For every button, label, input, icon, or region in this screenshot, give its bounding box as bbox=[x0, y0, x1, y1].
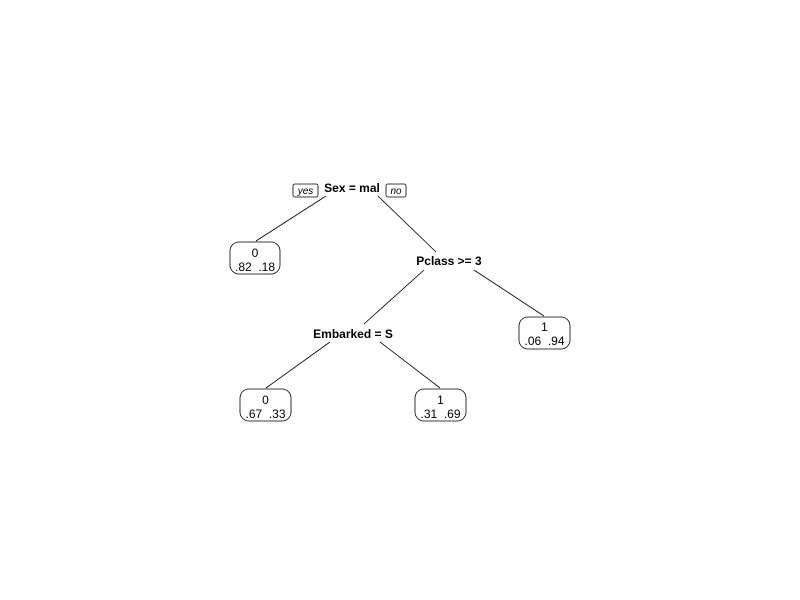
tree-edges bbox=[255, 195, 545, 389]
edge-pclass-to-low-class-leaf bbox=[473, 269, 545, 317]
branch-tag-yes-box bbox=[292, 183, 319, 198]
branch-tag-no: no bbox=[385, 183, 407, 198]
leaf-node-pclass-low-probs: .06 .94 bbox=[524, 334, 564, 348]
edge-root-to-male-leaf bbox=[255, 195, 327, 242]
leaf-node-male-probs: .82 .18 bbox=[235, 260, 275, 274]
edge-embarked-to-s-leaf bbox=[265, 341, 331, 389]
leaf-node-embarked-s-probs: .67 .33 bbox=[245, 407, 285, 421]
root-split-node: Sex = mal bbox=[324, 181, 380, 195]
leaf-node-embarked-other-box bbox=[414, 388, 467, 422]
leaf-node-pclass-low-class: 1 bbox=[541, 320, 548, 334]
leaf-node-embarked-s-box bbox=[239, 388, 292, 422]
pclass-split-label: Pclass >= 3 bbox=[416, 254, 482, 268]
leaf-node-pclass-low: 1 .06 .94 bbox=[518, 316, 571, 350]
branch-tag-yes-text: yes bbox=[297, 186, 314, 197]
leaf-node-embarked-other-class: 1 bbox=[437, 393, 444, 407]
branch-tag-no-text: no bbox=[390, 186, 402, 197]
pclass-split-node: Pclass >= 3 bbox=[416, 254, 482, 268]
root-split-label: Sex = mal bbox=[324, 181, 380, 195]
edge-root-to-pclass-split bbox=[377, 195, 437, 253]
leaf-node-male-box bbox=[229, 241, 281, 275]
embarked-split-node: Embarked = S bbox=[313, 327, 393, 341]
leaf-node-male: 0 .82 .18 bbox=[229, 241, 281, 275]
embarked-split-label: Embarked = S bbox=[313, 327, 393, 341]
branch-tag-yes: yes bbox=[292, 183, 319, 198]
leaf-node-embarked-other: 1 .31 .69 bbox=[414, 388, 467, 422]
leaf-node-pclass-low-box bbox=[518, 316, 571, 350]
leaf-node-male-class: 0 bbox=[252, 246, 259, 260]
leaf-node-embarked-s-class: 0 bbox=[262, 393, 269, 407]
edge-pclass-to-embarked-split bbox=[363, 269, 425, 325]
leaf-node-embarked-s: 0 .67 .33 bbox=[239, 388, 292, 422]
leaf-node-embarked-other-probs: .31 .69 bbox=[420, 407, 460, 421]
branch-tag-no-box bbox=[385, 183, 407, 198]
edge-embarked-to-other-leaf bbox=[379, 341, 441, 389]
